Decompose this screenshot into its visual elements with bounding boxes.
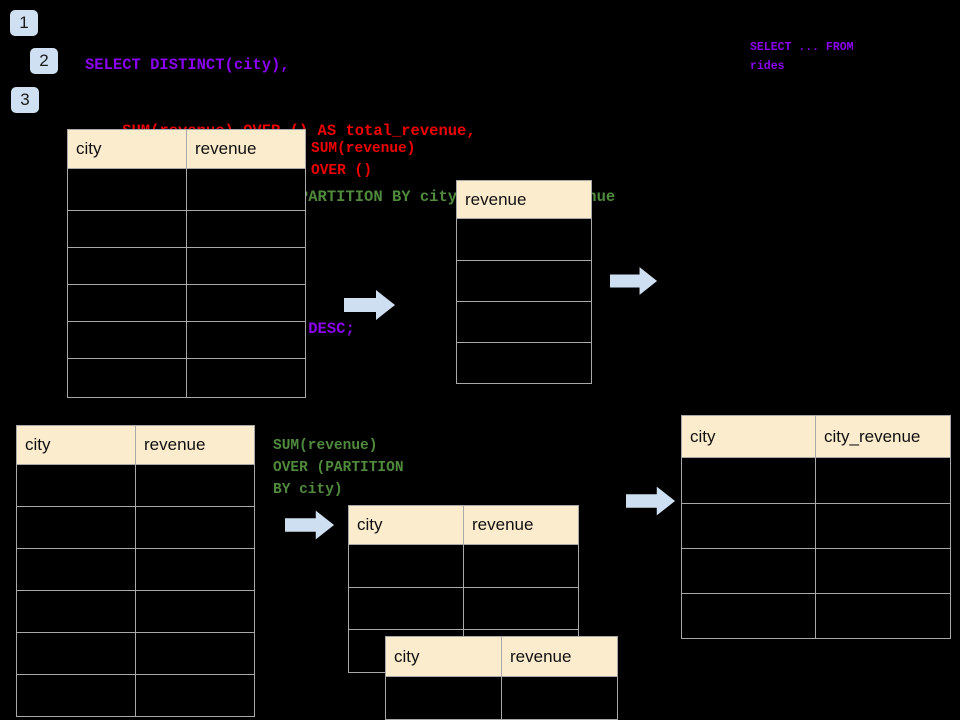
partition-table-front: city revenue — [385, 636, 618, 720]
cell — [456, 301, 592, 343]
step-badge-1[interactable]: 1 — [10, 10, 38, 36]
cell — [67, 168, 187, 211]
cell — [135, 464, 255, 507]
table-header-row: city city_revenue — [681, 415, 951, 458]
cell — [16, 548, 136, 591]
column-header-revenue: revenue — [135, 425, 255, 465]
cell — [186, 284, 306, 322]
table-row — [67, 358, 306, 398]
cell — [186, 168, 306, 211]
table-row — [681, 503, 951, 549]
step-badge-2[interactable]: 2 — [30, 48, 58, 74]
cell — [815, 457, 951, 504]
cell — [135, 548, 255, 591]
cell — [135, 632, 255, 675]
arrow-bottom-left — [285, 509, 335, 546]
table-row — [681, 593, 951, 639]
column-header-city-revenue: city_revenue — [815, 415, 951, 458]
table-header-row: city revenue — [385, 636, 618, 677]
annotation-total-revenue: SUM(revenue) OVER () — [311, 141, 416, 179]
column-header-city: city — [348, 505, 464, 545]
cell — [815, 593, 951, 639]
table-row — [681, 457, 951, 504]
cell — [16, 590, 136, 633]
step-badge-3[interactable]: 3 — [11, 87, 39, 113]
table-row — [16, 464, 255, 507]
cell — [16, 632, 136, 675]
cell — [815, 503, 951, 549]
table-row — [67, 210, 306, 248]
table-header-row: city revenue — [16, 425, 255, 465]
total-revenue-table: revenue — [456, 180, 592, 384]
partition-table-back: city revenue — [348, 505, 579, 673]
column-header-city: city — [67, 129, 187, 169]
table-header-row: revenue — [456, 180, 592, 219]
cell — [681, 548, 816, 594]
table-row — [67, 247, 306, 285]
table-row — [385, 676, 618, 720]
table-row — [456, 260, 592, 302]
cell — [681, 503, 816, 549]
table-header-row: city revenue — [67, 129, 306, 169]
table-row — [67, 321, 306, 359]
arrow-top-right — [610, 265, 658, 302]
cell — [186, 358, 306, 398]
table-row — [16, 548, 255, 591]
cell — [16, 506, 136, 549]
arrow-top-left — [344, 289, 396, 326]
column-header-revenue: revenue — [186, 129, 306, 169]
result-table: city city_revenue — [681, 415, 951, 639]
rides-source-table-top: city revenue — [67, 129, 306, 398]
cell — [348, 587, 464, 630]
table-row — [456, 301, 592, 343]
table-row — [67, 168, 306, 211]
cell — [385, 676, 502, 720]
table-header-row: city revenue — [348, 505, 579, 545]
table-row — [456, 342, 592, 384]
cell — [67, 210, 187, 248]
table-row — [16, 674, 255, 717]
cell — [456, 218, 592, 261]
column-header-revenue: revenue — [463, 505, 579, 545]
cell — [186, 321, 306, 359]
table-row — [456, 218, 592, 261]
cell — [463, 544, 579, 588]
rides-source-table-bottom: city revenue — [16, 425, 255, 717]
table-row — [16, 506, 255, 549]
cell — [67, 321, 187, 359]
column-header-revenue: revenue — [456, 180, 592, 219]
cell — [681, 457, 816, 504]
cell — [135, 674, 255, 717]
cell — [67, 247, 187, 285]
cell — [501, 676, 618, 720]
cell — [67, 284, 187, 322]
table-row — [348, 544, 579, 588]
column-header-revenue: revenue — [501, 636, 618, 677]
table-row — [16, 590, 255, 633]
arrow-bottom-right — [626, 485, 676, 522]
cell — [16, 464, 136, 507]
cell — [456, 342, 592, 384]
table-row — [681, 548, 951, 594]
sidenote-select-from-rides: SELECT ... FROM rides — [750, 41, 854, 73]
annotation-city-revenue: SUM(revenue) OVER (PARTITION BY city) — [273, 438, 404, 498]
column-header-city: city — [681, 415, 816, 458]
cell — [186, 247, 306, 285]
cell — [16, 674, 136, 717]
cell — [456, 260, 592, 302]
cell — [681, 593, 816, 639]
column-header-city: city — [385, 636, 502, 677]
cell — [135, 506, 255, 549]
cell — [348, 544, 464, 588]
cell — [815, 548, 951, 594]
column-header-city: city — [16, 425, 136, 465]
table-row — [348, 587, 579, 630]
cell — [186, 210, 306, 248]
cell — [463, 587, 579, 630]
table-row — [16, 632, 255, 675]
table-row — [67, 284, 306, 322]
cell — [67, 358, 187, 398]
cell — [135, 590, 255, 633]
sql-line-1: SELECT DISTINCT(city), — [85, 56, 290, 74]
